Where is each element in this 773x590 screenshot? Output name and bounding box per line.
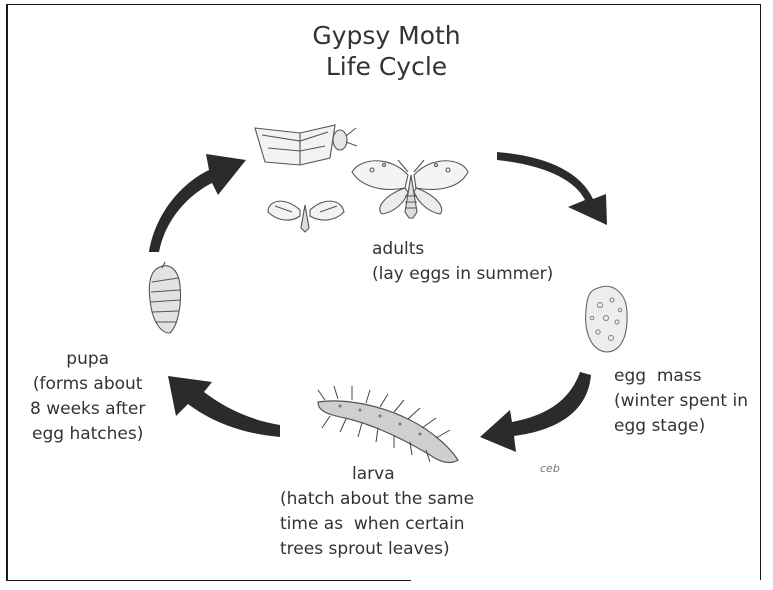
pupa-note-line-3: egg hatches) bbox=[30, 422, 145, 447]
arrow-egg-to-larva bbox=[480, 372, 591, 452]
arrow-larva-to-pupa bbox=[168, 376, 280, 437]
artist-signature: ceb bbox=[540, 462, 560, 475]
adult-moths-illustration bbox=[255, 125, 468, 232]
larva-note-line-3: trees sprout leaves) bbox=[280, 537, 474, 562]
larva-note-line-1: (hatch about the same bbox=[280, 487, 474, 512]
pupa-note-line-2: 8 weeks after bbox=[30, 397, 145, 422]
pupa-illustration bbox=[149, 262, 180, 333]
moth-resting-icon bbox=[255, 125, 357, 165]
pupa-note-line-1: (forms about bbox=[30, 372, 145, 397]
egg-mass-stage-name: egg mass bbox=[614, 364, 748, 389]
egg-mass-label: egg mass (winter spent in egg stage) bbox=[614, 364, 748, 439]
pupa-label: pupa (forms about 8 weeks after egg hatc… bbox=[30, 347, 145, 447]
larva-note-line-2: time as when certain bbox=[280, 512, 474, 537]
larva-label: larva (hatch about the same time as when… bbox=[280, 462, 474, 562]
egg-mass-note-line-1: (winter spent in bbox=[614, 389, 748, 414]
larva-illustration bbox=[318, 386, 458, 462]
larva-stage-name: larva bbox=[280, 462, 474, 487]
moth-open-wings-icon bbox=[352, 160, 468, 218]
adults-label: adults (lay eggs in summer) bbox=[372, 237, 553, 287]
egg-mass-illustration bbox=[586, 286, 627, 352]
egg-mass-note-line-2: egg stage) bbox=[614, 414, 748, 439]
adults-stage-note: (lay eggs in summer) bbox=[372, 262, 553, 287]
adults-stage-name: adults bbox=[372, 237, 553, 262]
arrow-pupa-to-adults bbox=[149, 154, 246, 252]
moth-small-icon bbox=[268, 201, 344, 232]
arrow-adults-to-egg bbox=[497, 152, 607, 225]
pupa-stage-name: pupa bbox=[30, 347, 145, 372]
